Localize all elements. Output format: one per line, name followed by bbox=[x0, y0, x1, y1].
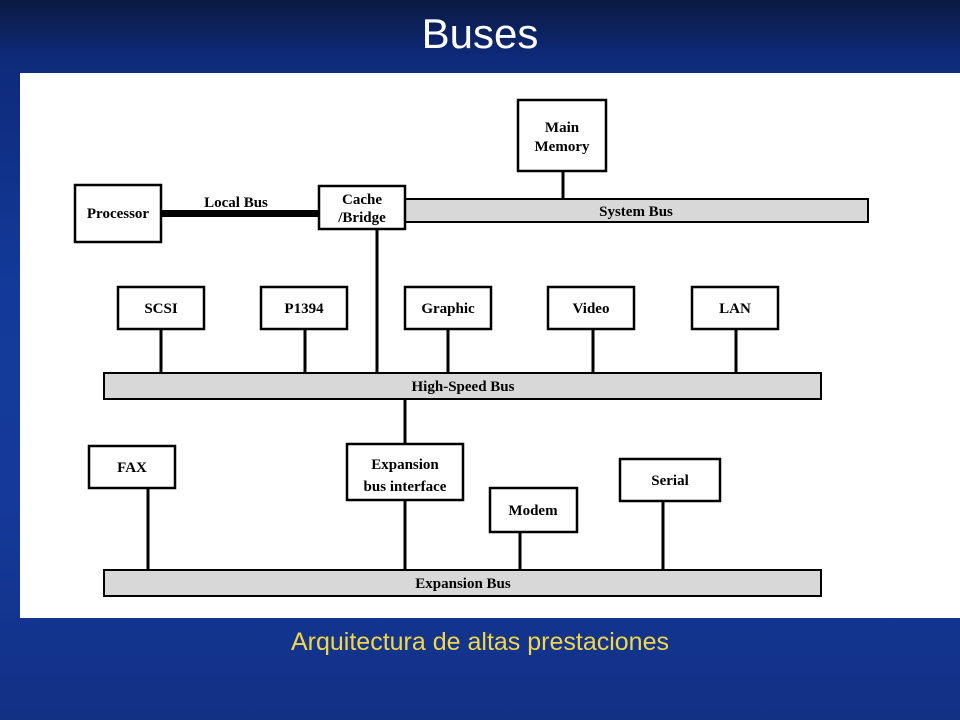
fax-label: FAX bbox=[117, 460, 147, 476]
video-label: Video bbox=[573, 301, 610, 317]
high-speed-bus bbox=[103, 372, 822, 400]
scsi-label: SCSI bbox=[144, 301, 178, 317]
expansion-interface-label-line1: Expansion bbox=[371, 457, 439, 473]
local-bus-line bbox=[161, 210, 319, 217]
component-boxes bbox=[73, 98, 780, 534]
cache-bridge-label-line2: /Bridge bbox=[337, 210, 386, 226]
high-speed-bus-label: High-Speed Bus bbox=[412, 379, 515, 395]
diagram-canvas: Local Bus System Bus High-Speed Bus Expa… bbox=[73, 98, 869, 597]
main-memory-label-line1: Main bbox=[545, 120, 580, 136]
modem-label: Modem bbox=[508, 503, 558, 519]
p1394-label: P1394 bbox=[284, 301, 324, 317]
serial-label: Serial bbox=[651, 473, 689, 489]
local-bus-label: Local Bus bbox=[204, 195, 268, 211]
bus-architecture-diagram: Local Bus System Bus High-Speed Bus Expa… bbox=[20, 73, 960, 618]
expansion-bus bbox=[103, 569, 822, 597]
serial-box bbox=[618, 457, 722, 503]
processor-label: Processor bbox=[87, 206, 150, 222]
main-memory-label-line2: Memory bbox=[535, 139, 590, 155]
expansion-interface-label-line2: bus interface bbox=[364, 479, 447, 495]
lan-label: LAN bbox=[719, 301, 751, 317]
video-box bbox=[546, 285, 636, 331]
modem-box bbox=[488, 486, 579, 534]
graphic-box bbox=[403, 285, 493, 331]
expansion-interface-box bbox=[345, 442, 465, 502]
scsi-box bbox=[116, 285, 206, 331]
graphic-label: Graphic bbox=[421, 301, 475, 317]
connector-lines bbox=[146, 171, 738, 571]
cache-bridge-label-line1: Cache bbox=[342, 192, 382, 208]
slide-subtitle: Arquitectura de altas prestaciones bbox=[291, 628, 669, 656]
expansion-bus-label: Expansion Bus bbox=[415, 576, 511, 592]
p1394-box bbox=[259, 285, 349, 331]
main-memory-box bbox=[516, 98, 608, 173]
slide-title: Buses bbox=[421, 10, 539, 57]
processor-box bbox=[73, 183, 163, 244]
system-bus-label: System Bus bbox=[599, 204, 673, 220]
cache-bridge-box bbox=[317, 184, 407, 231]
fax-box bbox=[87, 444, 177, 490]
lan-box bbox=[690, 285, 780, 331]
